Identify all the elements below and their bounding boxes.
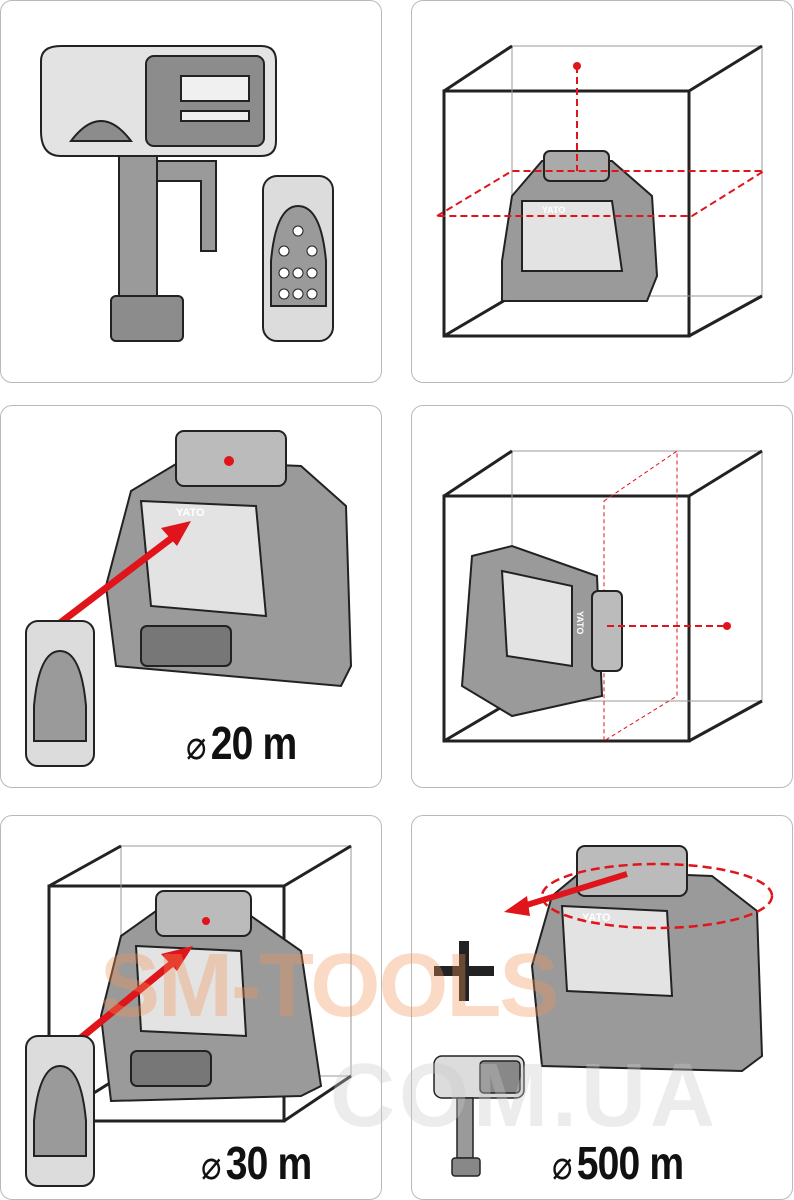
detector-and-remote-illustration xyxy=(40,45,334,342)
vertical-plane-illustration: YATO xyxy=(442,449,763,743)
range-label-30m: ⌀30 m xyxy=(201,1137,312,1189)
remote-control-icon xyxy=(262,175,334,342)
range-label-20m: ⌀20 m xyxy=(186,717,297,769)
watermark-line1: SM-TOOLS xyxy=(100,936,559,1036)
signal-arrow xyxy=(53,528,184,629)
laser-detector-icon xyxy=(433,1055,525,1177)
indoor-remote-illustration xyxy=(25,844,352,1187)
cross-line-room-illustration: YATO xyxy=(433,44,768,338)
rotary-laser-icon xyxy=(104,430,353,688)
laser-dot xyxy=(723,622,731,630)
brand-logo: YATO xyxy=(582,912,611,924)
laser-beam-arrow xyxy=(516,871,628,911)
laser-dot xyxy=(202,917,210,925)
range-label-500m: ⌀500 m xyxy=(552,1137,684,1189)
rotary-laser-icon xyxy=(530,845,764,1073)
signal-arrow xyxy=(68,953,184,1049)
watermark-line2: COM.UA xyxy=(330,1046,719,1146)
remote-operation-illustration: YATO xyxy=(25,430,353,767)
laser-dot xyxy=(224,456,234,466)
panel-remote-range: YATO ⌀20 m xyxy=(0,405,382,788)
remote-control-icon xyxy=(25,1035,95,1187)
detector-range-illustration: YATO xyxy=(433,845,774,1177)
panel-horizontal-vertical-cross: YATO xyxy=(411,0,793,383)
brand-logo: YATO xyxy=(542,205,565,215)
rotary-laser-icon xyxy=(99,890,323,1103)
laser-detector-icon xyxy=(40,45,277,342)
panel-indoor-range: ⌀30 m xyxy=(0,815,382,1200)
rotary-laser-icon: YATO xyxy=(501,150,659,302)
brand-logo: YATO xyxy=(176,507,205,519)
panel-side-vertical: YATO xyxy=(411,405,793,788)
panel-accessories xyxy=(0,0,382,383)
rotation-plane xyxy=(540,862,774,930)
remote-control-icon xyxy=(25,620,95,767)
laser-lines xyxy=(433,66,768,217)
brand-logo: YATO xyxy=(575,611,585,634)
rotary-laser-icon xyxy=(460,544,623,718)
panel-detector-range: YATO ⌀500 m xyxy=(411,815,793,1200)
plus-icon xyxy=(434,941,494,1001)
laser-dot xyxy=(573,62,581,70)
